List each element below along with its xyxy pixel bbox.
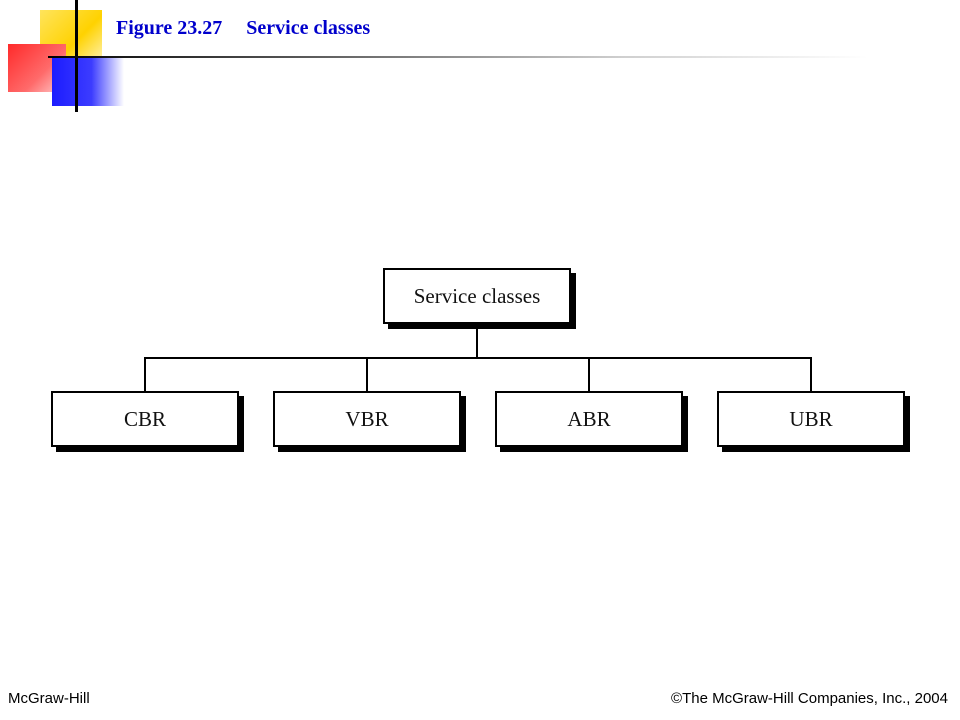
footer-copyright: ©The McGraw-Hill Companies, Inc., 2004 (671, 690, 948, 707)
node-ubr: UBR (717, 391, 905, 447)
connector-drop-ubr (810, 357, 812, 391)
slide-title: Figure 23.27 Service classes (116, 17, 370, 40)
connector-bus (144, 357, 811, 359)
footer-publisher: McGraw-Hill (8, 690, 90, 707)
figure-number: Figure 23.27 (116, 17, 223, 39)
node-cbr: CBR (51, 391, 239, 447)
node-vbr: VBR (273, 391, 461, 447)
connector-drop-vbr (366, 357, 368, 391)
node-abr: ABR (495, 391, 683, 447)
decorative-blue-block (52, 56, 124, 106)
connector-drop-cbr (144, 357, 146, 391)
decorative-horizontal-line (48, 56, 868, 58)
figure-title: Service classes (246, 17, 371, 39)
connector-drop-abr (588, 357, 590, 391)
root-node-service-classes: Service classes (383, 268, 571, 324)
connector-stem (476, 329, 478, 358)
